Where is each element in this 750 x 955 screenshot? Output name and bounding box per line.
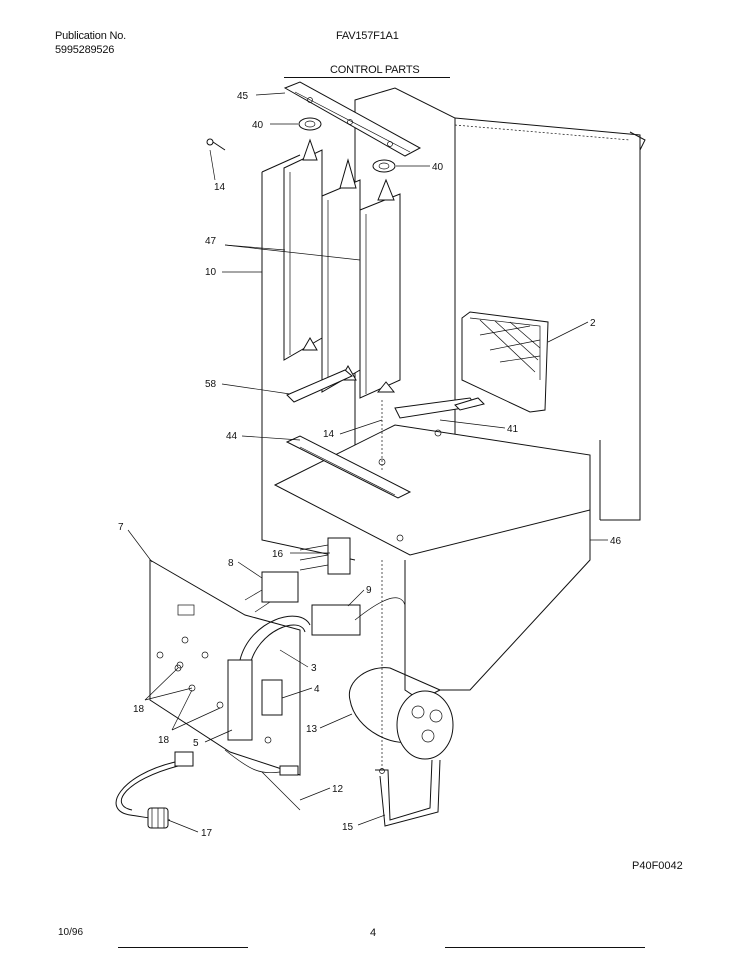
terminal-block: [299, 537, 351, 575]
callout-3: 3: [311, 663, 317, 674]
section-title: CONTROL PARTS: [330, 64, 420, 76]
callout-14-top: 14: [214, 182, 226, 193]
lower-bracket: [286, 369, 485, 419]
base-plate: [273, 400, 591, 556]
model-number: FAV157F1A1: [336, 30, 399, 42]
callout-16: 16: [272, 549, 284, 560]
control-panel: [149, 559, 301, 776]
leader-lines: [127, 92, 608, 833]
callout-labels: 45 40 40 14 47 10 2 58 14 41 44 16 46 7 …: [118, 91, 622, 839]
thermostat: [311, 597, 406, 636]
callout-12: 12: [332, 784, 344, 795]
motor-bracket: [375, 560, 441, 827]
callout-5: 5: [193, 738, 199, 749]
callout-15: 15: [342, 822, 354, 833]
callout-58: 58: [205, 379, 217, 390]
heater-elements: [283, 138, 401, 399]
page-number: 4: [370, 927, 377, 939]
title-underline: [284, 77, 450, 78]
callout-40-left: 40: [252, 120, 264, 131]
callout-10: 10: [205, 267, 217, 278]
screw-top: [206, 138, 226, 151]
publication-label: Publication No.: [55, 30, 126, 42]
callout-17: 17: [201, 828, 213, 839]
filter: [461, 311, 549, 413]
callout-40-right: 40: [432, 162, 444, 173]
wire-harness: [239, 615, 311, 666]
publication-number: 5995289526: [55, 44, 115, 56]
callout-45: 45: [237, 91, 249, 102]
diagram-code: P40F0042: [632, 860, 683, 872]
callout-47: 47: [205, 236, 217, 247]
top-bracket: [283, 81, 422, 157]
rotary-switch: [244, 571, 299, 613]
callout-44: 44: [226, 431, 238, 442]
callout-7: 7: [118, 522, 124, 533]
callout-14-mid: 14: [323, 429, 335, 440]
callout-4: 4: [314, 684, 320, 695]
callout-46: 46: [610, 536, 622, 547]
callout-18-upper: 18: [133, 704, 145, 715]
screws: [156, 651, 224, 709]
callout-8: 8: [228, 558, 234, 569]
relay: [227, 659, 283, 744]
grommets: [298, 117, 396, 173]
footer-rule-left: [118, 947, 248, 948]
callout-13: 13: [306, 724, 318, 735]
callout-18-lower: 18: [158, 735, 170, 746]
callout-9: 9: [366, 585, 372, 596]
power-cord: [115, 751, 194, 829]
date-code: 10/96: [58, 927, 84, 938]
callout-41: 41: [507, 424, 519, 435]
footer-rule-right: [445, 947, 645, 948]
thermistor: [224, 749, 301, 811]
callout-2: 2: [590, 318, 596, 329]
fan-motor: [348, 667, 454, 760]
